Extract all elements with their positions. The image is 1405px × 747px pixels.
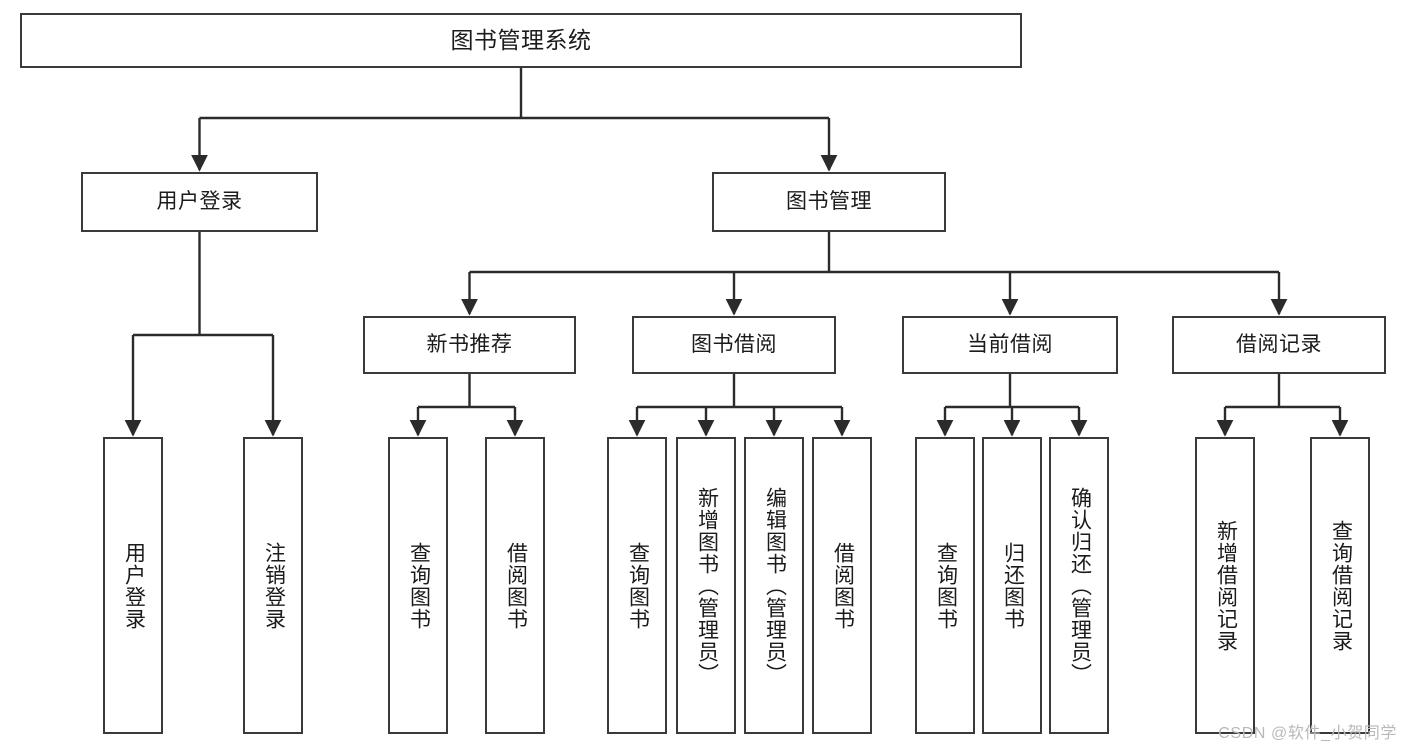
node-user-login[interactable]: 用户登录 xyxy=(81,172,318,232)
node-leaf-cb-query-book[interactable]: 查询图书 xyxy=(915,437,975,734)
node-leaf-br-query-record-label: 查询借阅记录 xyxy=(1329,519,1353,652)
connector-lines xyxy=(124,68,1349,437)
node-leaf-bb-query-book[interactable]: 查询图书 xyxy=(607,437,667,734)
node-book-borrow[interactable]: 图书借阅 xyxy=(632,316,836,374)
node-leaf-bb-edit-book-label: 编辑图书（管理员） xyxy=(763,486,787,685)
node-leaf-bb-borrow-book[interactable]: 借阅图书 xyxy=(812,437,872,734)
node-leaf-bb-add-book-label: 新增图书（管理员） xyxy=(695,486,719,685)
node-borrow-record[interactable]: 借阅记录 xyxy=(1172,316,1386,374)
node-leaf-rec-borrow-book-label: 借阅图书 xyxy=(504,541,528,630)
node-borrow-record-label: 借阅记录 xyxy=(1236,333,1322,357)
node-leaf-cb-confirm-return[interactable]: 确认归还（管理员） xyxy=(1049,437,1109,734)
node-user-login-label: 用户登录 xyxy=(156,190,243,214)
node-leaf-cb-confirm-return-label: 确认归还（管理员） xyxy=(1068,486,1092,685)
node-leaf-cb-return-book[interactable]: 归还图书 xyxy=(982,437,1042,734)
node-root-label: 图书管理系统 xyxy=(450,26,592,53)
node-leaf-bb-borrow-book-label: 借阅图书 xyxy=(831,541,855,630)
node-leaf-user-login[interactable]: 用户登录 xyxy=(103,437,163,734)
node-leaf-cb-query-book-label: 查询图书 xyxy=(934,541,958,630)
node-book-manage[interactable]: 图书管理 xyxy=(712,172,946,232)
node-leaf-br-add-record-label: 新增借阅记录 xyxy=(1214,519,1238,652)
node-book-borrow-label: 图书借阅 xyxy=(691,333,777,357)
node-leaf-user-logout-label: 注销登录 xyxy=(262,541,286,630)
node-leaf-rec-query-book-label: 查询图书 xyxy=(407,541,431,630)
node-new-book-recommend[interactable]: 新书推荐 xyxy=(363,316,576,374)
node-leaf-cb-return-book-label: 归还图书 xyxy=(1001,541,1025,630)
node-leaf-bb-edit-book[interactable]: 编辑图书（管理员） xyxy=(744,437,804,734)
node-book-manage-label: 图书管理 xyxy=(786,190,872,214)
node-leaf-bb-add-book[interactable]: 新增图书（管理员） xyxy=(676,437,736,734)
node-leaf-user-login-label: 用户登录 xyxy=(122,541,146,630)
node-leaf-bb-query-book-label: 查询图书 xyxy=(626,541,650,630)
node-leaf-br-query-record[interactable]: 查询借阅记录 xyxy=(1310,437,1370,734)
node-leaf-br-add-record[interactable]: 新增借阅记录 xyxy=(1195,437,1255,734)
node-leaf-rec-query-book[interactable]: 查询图书 xyxy=(388,437,448,734)
node-current-borrow[interactable]: 当前借阅 xyxy=(902,316,1118,374)
node-current-borrow-label: 当前借阅 xyxy=(967,333,1053,357)
node-leaf-user-logout[interactable]: 注销登录 xyxy=(243,437,303,734)
node-leaf-rec-borrow-book[interactable]: 借阅图书 xyxy=(485,437,545,734)
node-root[interactable]: 图书管理系统 xyxy=(20,13,1022,68)
node-new-book-recommend-label: 新书推荐 xyxy=(426,333,513,357)
